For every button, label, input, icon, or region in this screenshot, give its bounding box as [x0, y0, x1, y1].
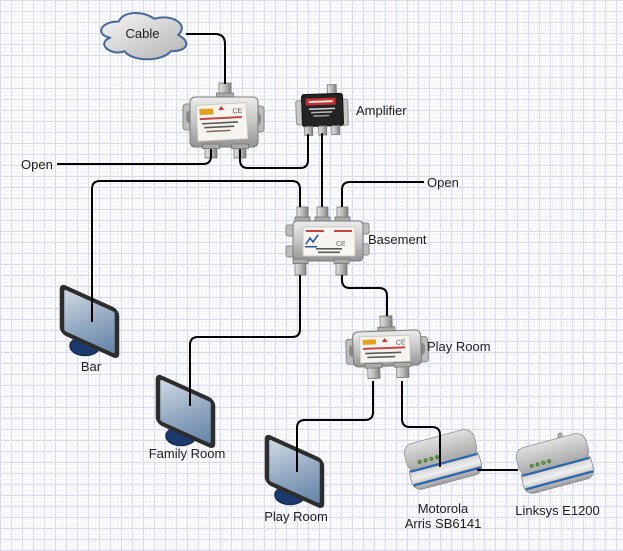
led — [435, 455, 440, 460]
led — [429, 456, 434, 461]
play-room-tv-label: Play Room — [264, 509, 328, 524]
wire-splitter-to-open-left — [57, 149, 212, 165]
led — [535, 462, 540, 467]
open-right-label: Open — [427, 175, 459, 190]
led — [423, 458, 428, 463]
label-red-text — [362, 346, 406, 350]
amp-text-line — [308, 107, 335, 110]
modem-stripe-top — [409, 452, 478, 473]
wire-open-right-to-basement — [341, 181, 424, 207]
label-text-line — [367, 355, 396, 359]
splitter-top-node[interactable]: CE — [182, 82, 265, 159]
basement-splitter-node[interactable]: CE — [285, 206, 370, 276]
wire-playroom-splitter-to-modem — [401, 381, 441, 467]
wire-playroom-splitter-to-tv — [296, 381, 374, 472]
router-label: Linksys E1200 — [515, 503, 600, 518]
connector-nut — [393, 361, 412, 368]
connector-nut — [231, 143, 249, 149]
router-stripe-top — [521, 456, 590, 477]
label-text-line — [318, 251, 340, 254]
router-node[interactable] — [514, 431, 596, 495]
tv-bar-node[interactable] — [59, 284, 120, 358]
family-room-tv-label: Family Room — [148, 446, 226, 461]
tv-screen — [264, 434, 325, 508]
tv-family-room-node[interactable] — [155, 374, 216, 448]
tv-screen — [59, 284, 120, 358]
wire-splitter-to-amplifier — [239, 134, 309, 169]
bar-tv-label: Bar — [80, 359, 102, 374]
playroom-splitter-label: Play Room — [427, 339, 491, 354]
wire-cloud-to-splitter — [186, 33, 226, 84]
amplifier-label: Amplifier — [356, 103, 407, 118]
connector-nut — [202, 143, 220, 149]
label-red-text — [199, 115, 242, 121]
brand-logo — [305, 234, 319, 245]
label-triangle — [218, 106, 225, 111]
brand-text — [305, 246, 317, 248]
cloud-shape — [100, 12, 188, 61]
modem-stripe-bottom — [413, 466, 482, 487]
connector-nut — [364, 362, 383, 369]
label-patch — [199, 108, 214, 116]
cloud-node[interactable] — [100, 12, 188, 61]
cloud-label: Cable — [125, 26, 160, 41]
connector-nut — [333, 258, 350, 264]
amp-text-line — [311, 111, 333, 114]
connector-nut — [292, 258, 309, 264]
amp-port-3 — [331, 125, 341, 136]
tv-screen — [155, 374, 216, 448]
modem-label: Motorola Arris SB6141 — [388, 501, 498, 532]
open-left-label: Open — [21, 157, 53, 172]
label-text-line — [316, 248, 342, 250]
label-triangle — [381, 338, 388, 343]
label-red-text — [306, 230, 324, 232]
router-stripe-bottom — [525, 470, 594, 491]
label-text-line — [202, 121, 239, 125]
ce-mark: CE — [336, 241, 346, 248]
led — [417, 459, 422, 464]
basement-label: Basement — [368, 232, 427, 247]
modem-label-line2: Arris SB6141 — [404, 515, 482, 531]
label-patch — [362, 339, 376, 345]
modem-label-line1: Motorola — [417, 501, 469, 516]
tv-play-room-node[interactable] — [264, 434, 325, 508]
wire-basement-to-bar-tv — [91, 180, 301, 322]
amp-text-line — [313, 114, 330, 117]
label-text-line — [365, 351, 402, 355]
led — [541, 460, 546, 465]
led — [547, 459, 552, 464]
wire-basement-to-family-tv — [189, 275, 301, 406]
wire-basement-to-playroom-splitter — [341, 275, 388, 316]
label-red-text — [334, 230, 352, 232]
amp-band-text — [308, 100, 333, 103]
modem-node[interactable] — [402, 427, 484, 491]
label-text-line — [206, 129, 231, 133]
ce-mark: CE — [232, 108, 242, 116]
label-text-line — [204, 125, 235, 129]
ce-mark: CE — [396, 339, 406, 346]
led — [529, 463, 534, 468]
amplifier-node[interactable] — [295, 84, 349, 137]
wires-layer — [57, 33, 518, 472]
playroom-splitter-node[interactable]: CE — [345, 315, 429, 380]
